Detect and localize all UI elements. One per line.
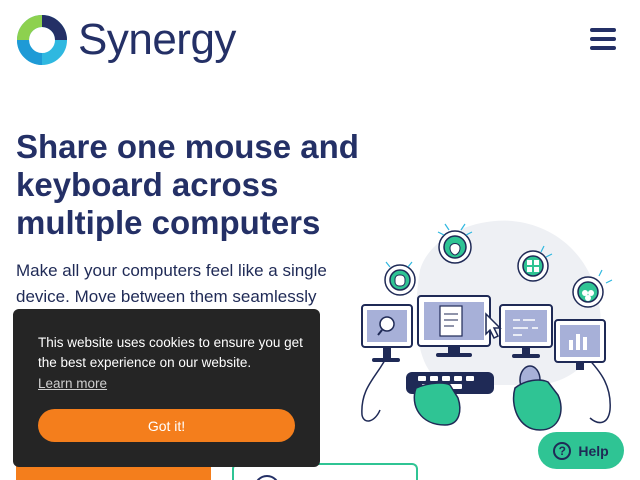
hero-title: Share one mouse and keyboard across mult… [16, 128, 359, 241]
cookie-accept-button[interactable]: Got it! [38, 409, 295, 442]
cta-secondary-button[interactable] [232, 463, 418, 480]
cookie-message: This website uses cookies to ensure you … [38, 335, 303, 370]
cursor-icon [485, 312, 502, 340]
question-mark-icon: ? [553, 441, 572, 460]
synergy-ring-logo-icon [17, 15, 67, 65]
multi-computer-illustration [361, 220, 613, 431]
monitor-search [361, 304, 413, 362]
apple-icon [437, 223, 473, 264]
site-header: Synergy [0, 0, 640, 80]
windows-icon [517, 245, 553, 282]
linux-icon [384, 261, 416, 296]
help-label: Help [578, 442, 609, 459]
brand-name: Synergy [78, 15, 236, 64]
brand-logo[interactable]: Synergy [16, 14, 236, 66]
learn-more-link[interactable]: Learn more [38, 376, 108, 391]
monitor-document [417, 295, 491, 357]
help-button[interactable]: ? Help [538, 432, 624, 469]
monitor-chart [554, 319, 606, 370]
cookie-banner: This website uses cookies to ensure you … [13, 309, 320, 467]
hero-description: Make all your computers feel like a sing… [16, 261, 327, 306]
monitor-code [499, 304, 553, 358]
raspberry-pi-icon [572, 269, 613, 308]
play-circle-icon [254, 475, 280, 480]
hamburger-menu-icon[interactable] [590, 28, 618, 50]
